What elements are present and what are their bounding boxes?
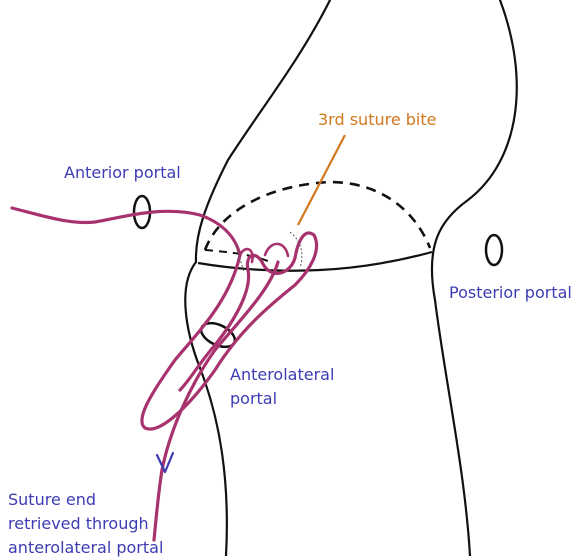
anterolateral-portal-label-line-1: Anterolateral	[230, 363, 334, 387]
suture-end-label-line-3: anterolateral portal	[8, 536, 163, 560]
suture-bite-leader-line	[298, 135, 345, 225]
arm-outline-right	[432, 0, 517, 556]
suture-end-label-line-1: Suture end	[8, 488, 163, 512]
anterior-portal-label: Anterior portal	[64, 161, 181, 185]
third-suture-bite-label: 3rd suture bite	[318, 108, 436, 132]
suture-end-label-line-2: retrieved through	[8, 512, 163, 536]
posterior-portal-ellipse	[486, 235, 502, 265]
suture-end-retrieved-label: Suture end retrieved through anterolater…	[8, 488, 163, 560]
arm-outline-left	[185, 0, 330, 556]
anterolateral-portal-label: Anterolateral portal	[230, 363, 334, 411]
posterior-portal-label: Posterior portal	[449, 281, 572, 305]
anterolateral-portal-label-line-2: portal	[230, 387, 334, 411]
